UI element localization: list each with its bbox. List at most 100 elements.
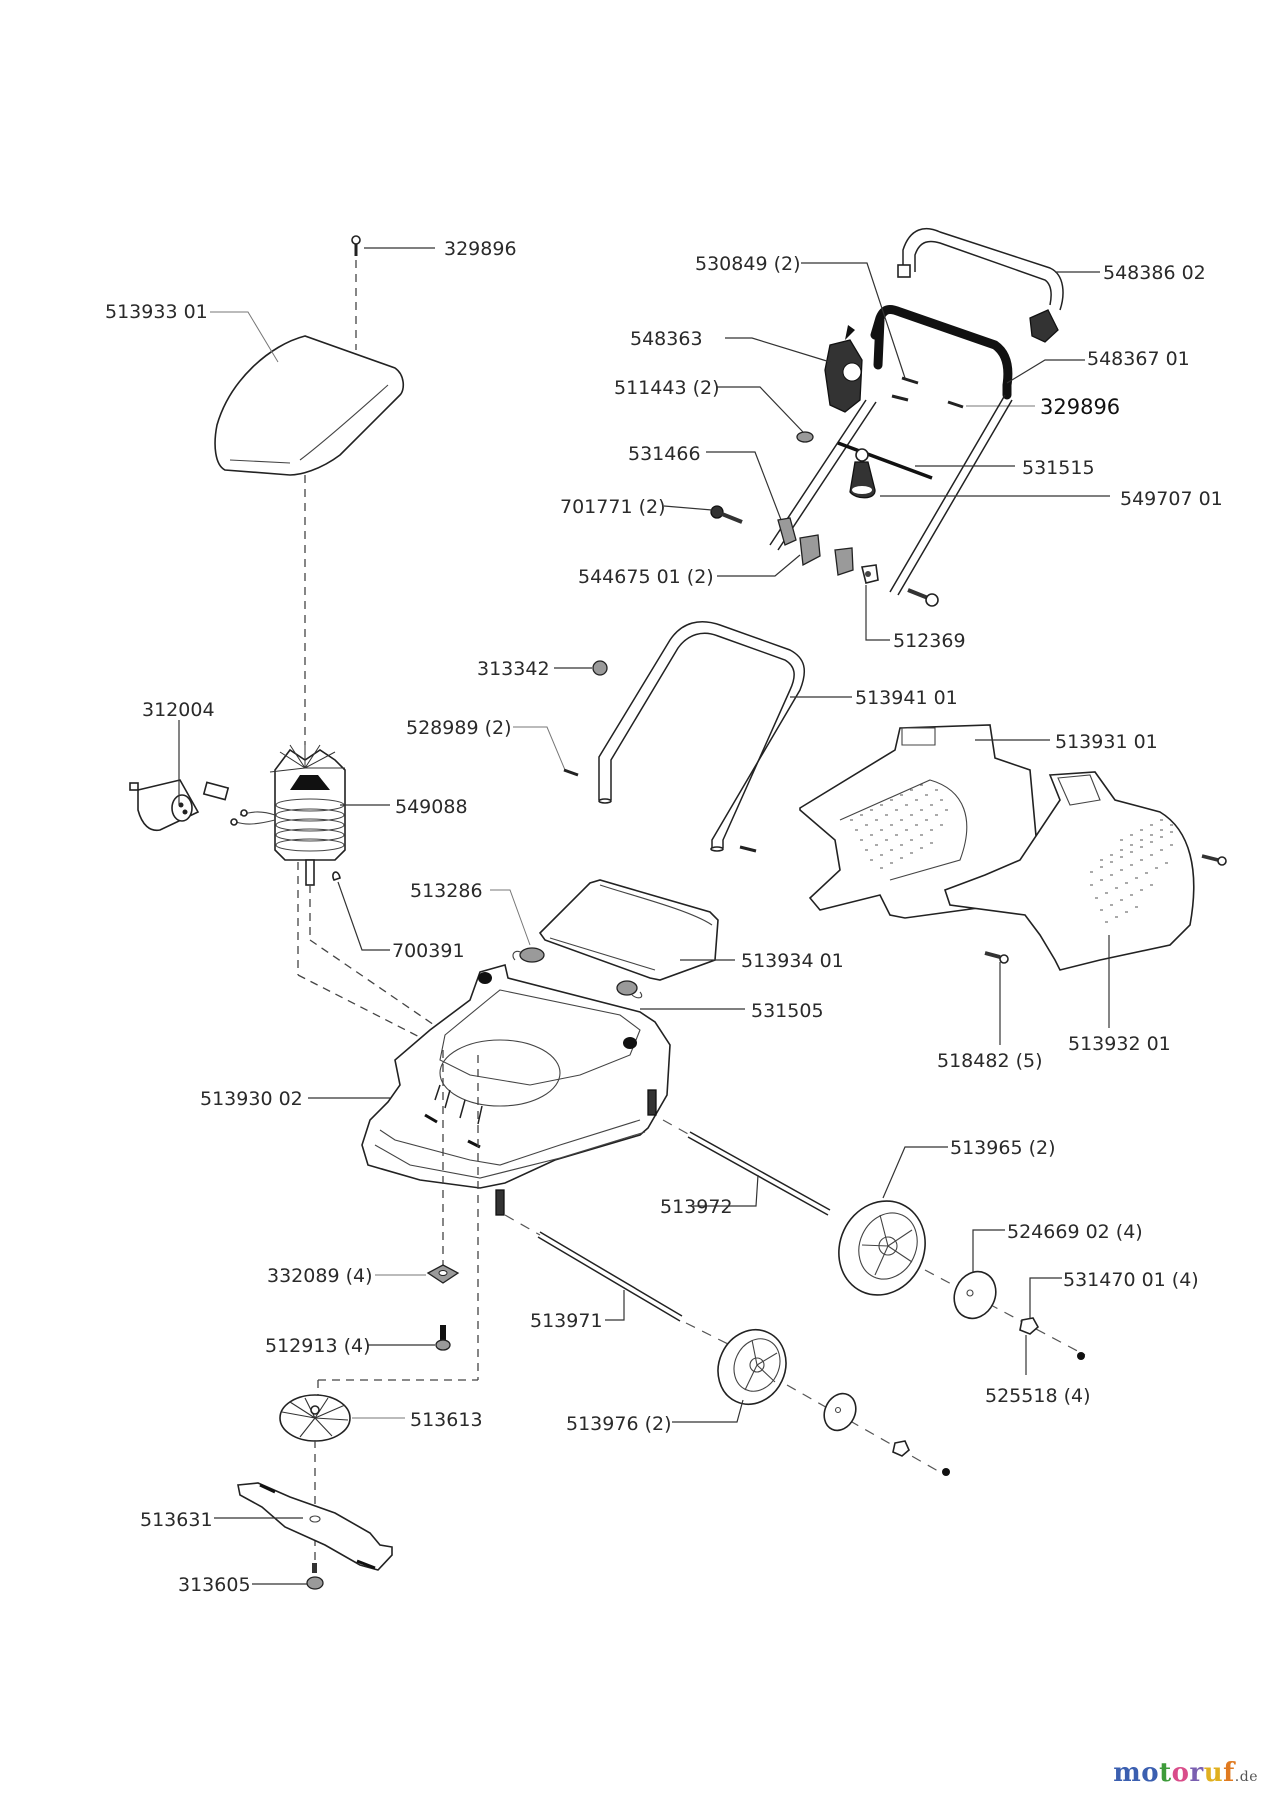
- grass-bag-right-part: [943, 771, 1195, 971]
- leader-wheel-rear: [882, 1146, 948, 1199]
- leader-clamp: [717, 554, 801, 577]
- leader-spring-left: [490, 889, 531, 946]
- label-fan: 513613: [410, 1409, 483, 1431]
- screw-part: [1201, 854, 1227, 866]
- clip-part: [777, 517, 797, 546]
- watermark-logo: motoruf.de: [1113, 1758, 1258, 1788]
- label-motor-screw: 512913 (4): [265, 1335, 370, 1357]
- leader-handle-bar: [1006, 359, 1085, 384]
- label-wheel-rear: 513965 (2): [950, 1137, 1055, 1159]
- label-capacitor: 312004: [142, 699, 215, 721]
- axle-front-part: [537, 1231, 683, 1322]
- motor-cover-part: [214, 335, 405, 476]
- label-handle-screw-b: 329896: [1040, 395, 1120, 419]
- label-handle-screw-c: 528989 (2): [406, 717, 511, 739]
- long-bolt-part: [907, 588, 939, 607]
- watermark-letter: o: [1171, 1758, 1190, 1788]
- watermark-letter: m: [1113, 1758, 1142, 1788]
- label-motor-cover: 513933 01: [105, 301, 208, 323]
- label-wheel-bolt: 525518 (4): [985, 1385, 1090, 1407]
- hub-cap-front-part: [823, 1392, 857, 1432]
- label-screw-top: 329896: [444, 238, 517, 260]
- cap-dot: [1077, 1352, 1085, 1360]
- label-bag-screw: 518482 (5): [937, 1050, 1042, 1072]
- label-grass-bag-left: 513931 01: [1055, 731, 1158, 753]
- watermark-letter: r: [1189, 1758, 1204, 1788]
- label-blade-bolt: 313605: [178, 1574, 251, 1596]
- label-bolt: 701771 (2): [560, 496, 665, 518]
- label-hub-cap: 524669 02 (4): [1007, 1221, 1143, 1243]
- label-switch-box: 548363: [630, 328, 703, 350]
- upper-handle-part: [897, 228, 1064, 343]
- lower-handle-part: [598, 621, 806, 852]
- wheel-nut-front-part: [892, 1440, 910, 1457]
- screw-part: [891, 376, 964, 409]
- assembly-line: [685, 1322, 731, 1346]
- deck-part: [361, 964, 671, 1216]
- leader-wheel-nut: [1029, 1277, 1062, 1318]
- cap-dot: [942, 1468, 950, 1476]
- label-axle-front: 513971: [530, 1310, 603, 1332]
- leader-hub-cap: [972, 1229, 1005, 1272]
- watermark-suffix: .de: [1234, 1769, 1258, 1785]
- watermark-letter: f: [1223, 1758, 1235, 1788]
- motor-screw-part: [435, 1325, 451, 1351]
- connector-part: [202, 781, 230, 801]
- leader-washer: [865, 585, 890, 641]
- blade-part: [237, 1482, 393, 1571]
- label-handle-screw-a: 530849 (2): [695, 253, 800, 275]
- cable-hook-part: [849, 448, 876, 499]
- leader-axle-rear: [693, 1174, 759, 1207]
- label-lower-handle: 513941 01: [855, 687, 958, 709]
- motor-part: [230, 744, 346, 886]
- label-cable: 531515: [1022, 457, 1095, 479]
- leader-handle-screw-c: [513, 726, 566, 771]
- label-spring-right: 531505: [751, 1000, 824, 1022]
- wheel-front-part: [717, 1329, 787, 1405]
- watermark-letter: t: [1159, 1758, 1172, 1788]
- bolt-part: [710, 505, 743, 524]
- label-wheel-front: 513976 (2): [566, 1413, 671, 1435]
- leader-motor-cover: [210, 311, 279, 363]
- square-washer-part: [426, 1264, 460, 1284]
- pin-part: [332, 871, 341, 881]
- label-flap: 513934 01: [741, 950, 844, 972]
- label-grass-bag-right: 513932 01: [1068, 1033, 1171, 1055]
- leader-cable-clip-a: [717, 386, 804, 433]
- assembly-line: [504, 1214, 541, 1236]
- assembly-line: [662, 1119, 691, 1136]
- nut-part: [592, 660, 608, 676]
- leader-bolt: [663, 505, 713, 511]
- label-nut: 313342: [477, 658, 550, 680]
- label-motor: 549088: [395, 796, 468, 818]
- handle-bar-part: [870, 305, 1013, 400]
- watermark-letter: o: [1141, 1758, 1160, 1788]
- label-axle-rear: 513972: [660, 1196, 733, 1218]
- watermark-text: motoruf: [1113, 1758, 1235, 1788]
- switch-box-part: [824, 325, 863, 413]
- label-cable-clip-b: 531466: [628, 443, 701, 465]
- label-cable-hook: 549707 01: [1120, 488, 1223, 510]
- assembly-line: [924, 1269, 1086, 1356]
- leader-axle-front: [605, 1290, 625, 1321]
- blade-bolt-part: [306, 1563, 324, 1590]
- label-deck: 513930 02: [200, 1088, 303, 1110]
- screw-top-part: [351, 235, 361, 256]
- label-clamp: 544675 01 (2): [578, 566, 714, 588]
- label-handle-bar: 548367 01: [1087, 348, 1190, 370]
- cable-part: [837, 441, 933, 480]
- grass-bag-left-part: [799, 724, 1041, 919]
- leader-handle-screw-a: [801, 262, 906, 379]
- spring-left-part: [512, 947, 545, 963]
- label-pin: 700391: [392, 940, 465, 962]
- label-spring-left: 513286: [410, 880, 483, 902]
- spring-right-part: [616, 980, 643, 999]
- label-washer: 512369: [893, 630, 966, 652]
- hub-cap-part: [953, 1270, 997, 1320]
- clamp-part: [799, 534, 854, 576]
- screw-part: [563, 768, 757, 853]
- capacitor-part: [129, 779, 200, 832]
- leader-pin: [337, 881, 390, 951]
- leader-cable-clip-b: [706, 451, 784, 526]
- bag-screw-part: [984, 951, 1009, 964]
